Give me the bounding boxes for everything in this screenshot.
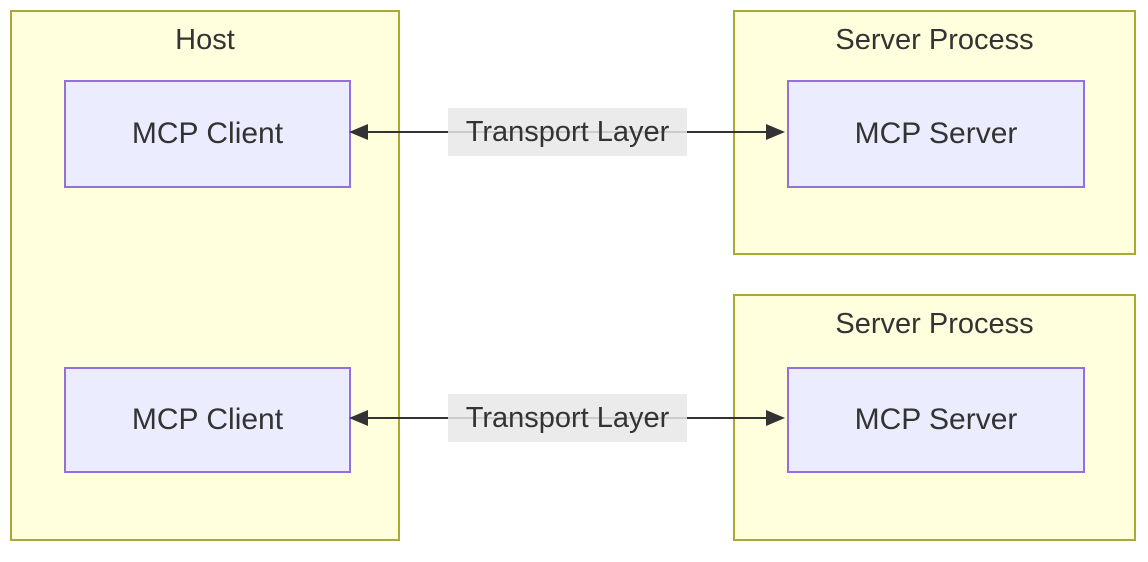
host-title: Host — [175, 24, 235, 56]
mcp-client-node-1: MCP Client — [64, 80, 351, 188]
edge-label-text-2: Transport Layer — [465, 401, 670, 434]
edge-label-transport-layer-2: Transport Layer — [448, 394, 687, 442]
mcp-server-node-1: MCP Server — [787, 80, 1085, 188]
edge-label-transport-layer-1: Transport Layer — [448, 108, 687, 156]
mcp-client-node-2: MCP Client — [64, 367, 351, 473]
mcp-server-label-1: MCP Server — [854, 117, 1018, 150]
mcp-client-label-2: MCP Client — [131, 403, 284, 436]
edge-label-text-1: Transport Layer — [465, 115, 670, 148]
server-process-container-2: Server Process MCP Server — [733, 294, 1136, 541]
server-process-title-2: Server Process — [835, 308, 1034, 340]
mcp-server-node-2: MCP Server — [787, 367, 1085, 473]
mcp-client-label-1: MCP Client — [131, 117, 284, 150]
server-process-title-1: Server Process — [835, 24, 1034, 56]
mcp-server-label-2: MCP Server — [854, 403, 1018, 436]
server-process-container-1: Server Process MCP Server — [733, 10, 1136, 255]
host-container: Host MCP Client MCP Client — [10, 10, 400, 541]
